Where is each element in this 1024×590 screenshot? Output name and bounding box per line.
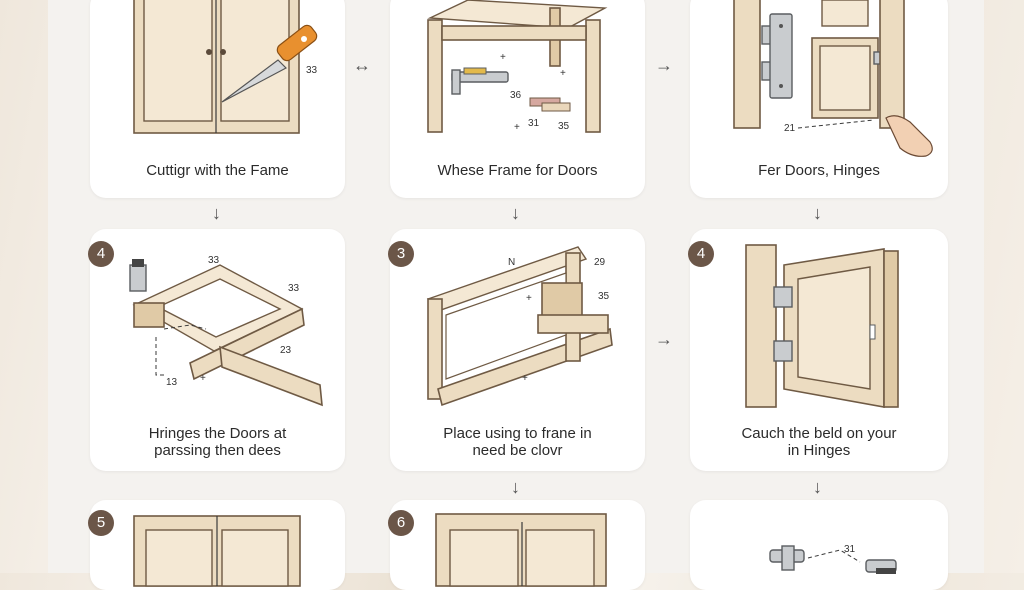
step-caption: Cauch the beld on your in Hinges [690,425,948,459]
step-number-badge: 5 [88,510,114,536]
step-card-frame: + + 36 31 35 + Whese Frame for Doors [390,0,645,198]
down-arrow-icon: ↓ [511,203,520,223]
step-card-5 [90,500,345,590]
caption-line: Place using to frane in [443,425,592,442]
cabinet-doors-illustration [133,515,301,587]
down-arrow-icon: ↓ [813,477,822,497]
caption-line: need be clovr [472,442,563,459]
down-arrow-icon: ↓ [511,477,520,497]
caption-line: in Hinges [787,442,851,459]
step-caption: Fer Doors, Hinges [758,162,880,179]
caption-line: parssing then dees [154,442,281,459]
step-caption: Hringes the Doors at parssing then dees [90,425,345,459]
finished-cabinet-illustration [435,513,607,587]
step-card-placing: N 29 + 35 + Place using to frane in need… [390,229,645,471]
step-number-badge: 6 [388,510,414,536]
hinges-illustration [733,0,933,157]
hinge-hardware-illustration [769,545,897,574]
step-number-badge: 4 [688,241,714,267]
attach-door-illustration [745,244,899,408]
step-caption: Cuttigr with the Fame [146,162,289,179]
down-arrow-icon: ↓ [212,203,221,223]
caption-line: Hringes the Doors at [148,425,287,442]
step-card-joining: 33 33 23 13 + Hringes the Doors at parss… [90,229,345,471]
cutting-illustration [133,0,318,134]
step-caption: Whese Frame for Doors [437,162,598,179]
step-caption: Place using to frane in need be clovr [390,425,645,459]
step-card-attach-door: Cauch the beld on your in Hinges [690,229,948,471]
step-number-badge: 4 [88,241,114,267]
down-arrow-icon: ↓ [813,203,822,223]
placing-illustration [426,246,613,407]
right-arrow-icon: → [655,329,673,349]
bidirectional-arrow-icon: ↔ [353,55,371,75]
right-arrow-icon: → [655,55,673,75]
step-card-6 [390,500,645,590]
step-card-cutting: 33 Cuttigr with the Fame [90,0,345,198]
step-number-badge: 3 [388,241,414,267]
step-card-hinges: 21 Fer Doors, Hinges [690,0,948,198]
step-card-hardware: 31 [690,500,948,590]
frame-illustration [427,0,608,133]
joining-illustration [129,259,323,407]
caption-line: Cauch the beld on your [741,425,897,442]
